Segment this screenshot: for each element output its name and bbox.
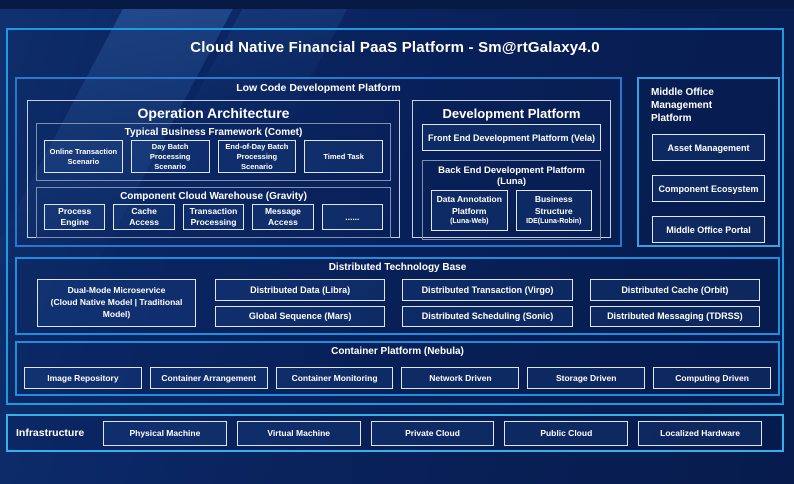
back-end-items: Data Annotation Platform (Luna-Web) Busi… bbox=[431, 190, 592, 231]
box-sublabel: (Cloud Native Model | Traditional Model) bbox=[50, 297, 183, 319]
development-platform-panel: Development Platform Front End Developme… bbox=[412, 100, 611, 240]
box-sublabel: (Luna-Web) bbox=[450, 218, 489, 226]
box-sublabel: IDE(Luna-Robin) bbox=[526, 218, 582, 226]
scenario-box: Online Transaction Scenario bbox=[44, 140, 123, 174]
distributed-service-box: Distributed Scheduling (Sonic) bbox=[402, 305, 573, 327]
low-code-development-platform-panel: Low Code Development Platform Operation … bbox=[15, 77, 622, 247]
middle-office-management-panel: Middle Office Management Platform Asset … bbox=[637, 77, 780, 247]
back-end-development-platform-group: Back End Development Platform (Luna) Dat… bbox=[422, 160, 601, 240]
infrastructure-label: Infrastructure bbox=[16, 427, 85, 439]
distributed-service-box: Distributed Data (Libra) bbox=[215, 279, 386, 301]
distributed-services-grid: Distributed Data (Libra) Distributed Tra… bbox=[215, 279, 760, 327]
development-platform-title: Development Platform bbox=[442, 106, 581, 121]
infrastructure-box: Public Cloud bbox=[504, 420, 629, 446]
container-capability-box: Image Repository bbox=[24, 367, 142, 389]
infrastructure-box: Virtual Machine bbox=[236, 420, 361, 446]
distributed-service-box: Distributed Transaction (Virgo) bbox=[402, 279, 573, 301]
middle-office-title: Middle Office Management Platform bbox=[651, 86, 766, 125]
container-platform-panel: Container Platform (Nebula) Image Reposi… bbox=[15, 341, 780, 396]
box-label: Business Structure bbox=[534, 194, 573, 216]
component-box-ellipsis: ...... bbox=[321, 204, 384, 230]
distributed-service-box: Global Sequence (Mars) bbox=[215, 305, 386, 327]
scenario-box: Day Batch Processing Scenario bbox=[130, 140, 210, 174]
low-code-content-row: Operation Architecture Typical Business … bbox=[27, 100, 611, 240]
scenario-box: End-of-Day Batch Processing Scenario bbox=[217, 140, 297, 174]
infrastructure-box: Private Cloud bbox=[370, 420, 495, 446]
platform-container: Cloud Native Financial PaaS Platform - S… bbox=[6, 28, 784, 405]
typical-business-framework-title: Typical Business Framework (Comet) bbox=[124, 127, 303, 138]
asset-management-box: Asset Management bbox=[652, 134, 765, 161]
middle-office-items: Asset Management Component Ecosystem Mid… bbox=[652, 134, 765, 243]
component-box: Cache Access bbox=[113, 204, 175, 230]
business-structure-ide-box: Business Structure IDE(Luna-Robin) bbox=[515, 190, 592, 231]
component-ecosystem-box: Component Ecosystem bbox=[652, 175, 765, 202]
box-label: Data Annotation Platform bbox=[436, 194, 502, 216]
component-box: Message Access bbox=[252, 204, 314, 230]
distributed-technology-base-row: Dual-Mode Microservice (Cloud Native Mod… bbox=[37, 279, 760, 327]
container-capability-box: Computing Driven bbox=[653, 367, 771, 389]
infrastructure-items: Physical Machine Virtual Machine Private… bbox=[103, 420, 762, 446]
infrastructure-box: Localized Hardware bbox=[638, 420, 762, 446]
scenario-box: Timed Task bbox=[304, 140, 383, 174]
middle-office-title-line: Platform bbox=[651, 113, 692, 124]
box-label: Dual-Mode Microservice bbox=[67, 285, 166, 296]
front-end-development-platform-box: Front End Development Platform (Vela) bbox=[422, 124, 601, 151]
low-code-platform-title: Low Code Development Platform bbox=[236, 82, 401, 94]
component-box: Process Engine bbox=[44, 204, 106, 230]
top-decorative-strip bbox=[0, 0, 794, 9]
middle-office-portal-box: Middle Office Portal bbox=[652, 216, 765, 243]
typical-business-framework-group: Typical Business Framework (Comet) Onlin… bbox=[36, 123, 391, 182]
container-platform-items: Image Repository Container Arrangement C… bbox=[24, 367, 771, 389]
operation-architecture-panel: Operation Architecture Typical Business … bbox=[27, 100, 400, 238]
typical-business-framework-items: Online Transaction Scenario Day Batch Pr… bbox=[44, 140, 383, 174]
infrastructure-panel: Infrastructure Physical Machine Virtual … bbox=[6, 414, 784, 452]
operation-architecture-title: Operation Architecture bbox=[137, 105, 290, 121]
distributed-service-box: Distributed Cache (Orbit) bbox=[589, 279, 760, 301]
container-capability-box: Container Arrangement bbox=[149, 367, 268, 389]
component-box: Transaction Processing bbox=[182, 204, 245, 230]
component-cloud-warehouse-title: Component Cloud Warehouse (Gravity) bbox=[120, 191, 307, 203]
component-cloud-warehouse-items: Process Engine Cache Access Transaction … bbox=[44, 204, 384, 230]
distributed-technology-base-panel: Distributed Technology Base Dual-Mode Mi… bbox=[15, 257, 780, 335]
data-annotation-platform-box: Data Annotation Platform (Luna-Web) bbox=[431, 190, 508, 231]
container-platform-title: Container Platform (Nebula) bbox=[331, 346, 464, 357]
dual-mode-microservice-box: Dual-Mode Microservice (Cloud Native Mod… bbox=[37, 279, 196, 327]
back-end-development-platform-title: Back End Development Platform (Luna) bbox=[438, 165, 585, 187]
container-capability-box: Storage Driven bbox=[527, 367, 646, 389]
distributed-service-box: Distributed Messaging (TDRSS) bbox=[589, 305, 760, 327]
infrastructure-box: Physical Machine bbox=[103, 420, 227, 446]
container-capability-box: Network Driven bbox=[401, 367, 520, 389]
page-title: Cloud Native Financial PaaS Platform - S… bbox=[190, 39, 600, 56]
distributed-technology-base-title: Distributed Technology Base bbox=[328, 262, 467, 273]
component-cloud-warehouse-group: Component Cloud Warehouse (Gravity) Proc… bbox=[36, 187, 391, 238]
container-capability-box: Container Monitoring bbox=[275, 367, 394, 389]
middle-office-title-line: Middle Office Management bbox=[651, 87, 714, 111]
